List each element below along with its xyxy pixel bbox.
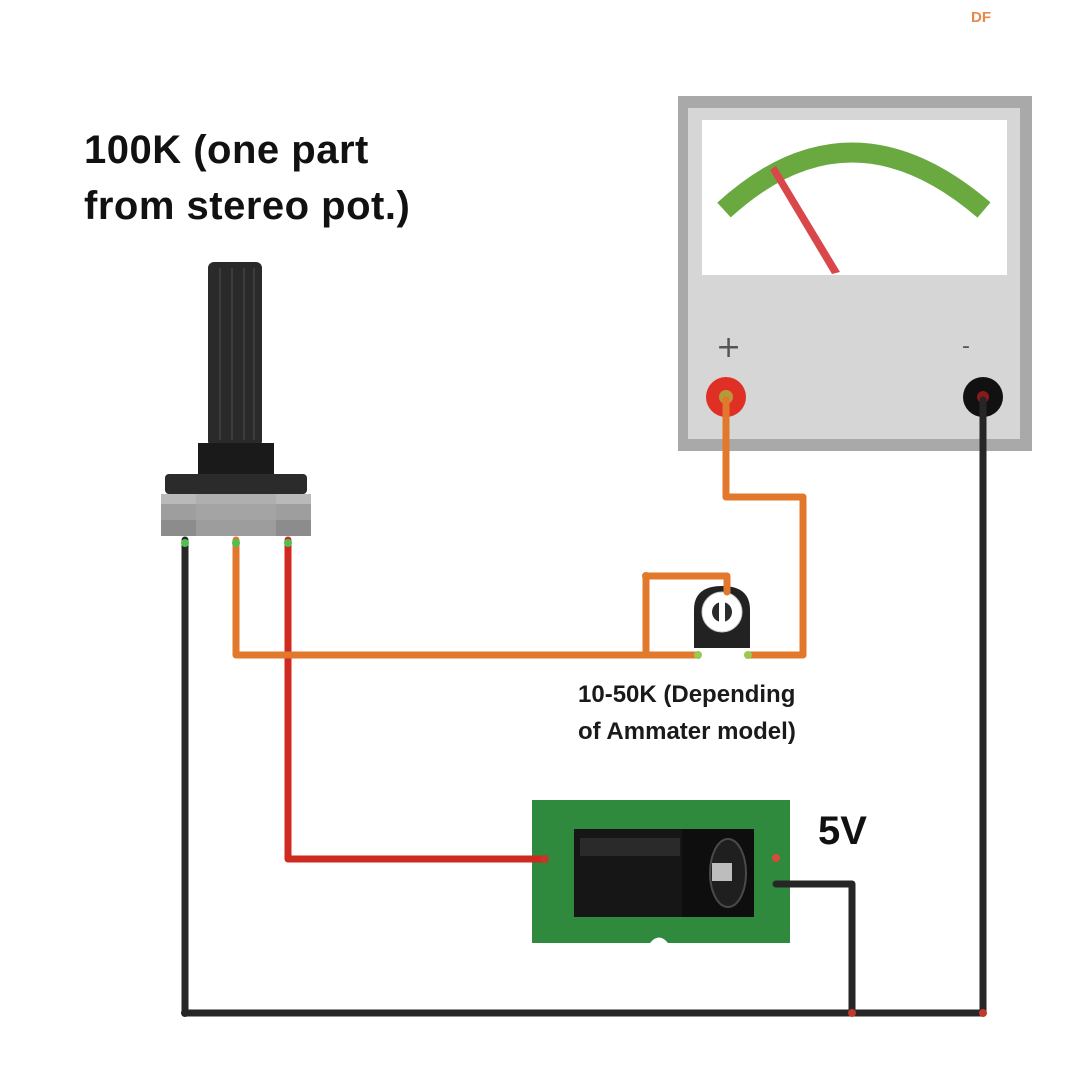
potentiometer-label: 100K (one part from stereo pot.) <box>84 122 410 234</box>
meter-scale-arc <box>717 142 991 218</box>
potentiometer <box>161 262 311 536</box>
wire-black-ground <box>181 396 987 1017</box>
meter-minus-label: - <box>962 334 970 359</box>
wire-red <box>284 536 549 863</box>
meter-plus-label: + <box>716 330 742 365</box>
wire-junctions <box>181 539 987 1017</box>
trimmer-potentiometer <box>694 586 750 648</box>
trimmer-label: 10-50K (Depending of Ammater model) <box>578 676 796 750</box>
power-supply-label: 5V <box>818 809 867 853</box>
trimmer-label-line2: of Ammater model) <box>578 718 796 745</box>
wire-orange-meter <box>722 396 807 659</box>
wire-orange-trimmer-loop <box>642 572 731 659</box>
logo-text: DF <box>971 9 991 26</box>
meter-needle <box>770 166 840 274</box>
power-jack-board <box>532 800 790 943</box>
pot-nut <box>165 474 307 494</box>
wires <box>181 396 987 1017</box>
wire-orange-wiper <box>232 536 702 659</box>
panel-meter <box>678 96 1032 451</box>
wire-black-jack <box>772 880 856 1017</box>
pot-shaft <box>208 262 262 447</box>
potentiometer-label-line1: 100K (one part <box>84 128 369 172</box>
potentiometer-label-line2: from stereo pot.) <box>84 184 411 228</box>
trimmer-label-line1: 10-50K (Depending <box>578 681 796 708</box>
